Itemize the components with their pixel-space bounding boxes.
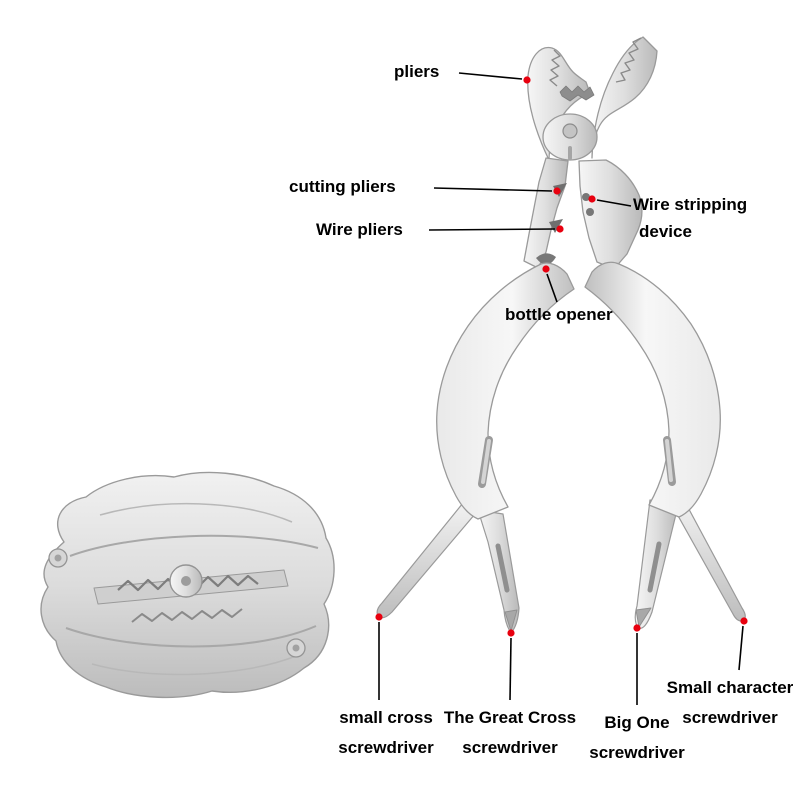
wire-pliers-notch (549, 219, 563, 233)
callout-dot-big-one (633, 624, 641, 632)
wire-stripper-notch-2 (586, 208, 594, 216)
leader-line-great-cross (509, 637, 512, 701)
open-multitool-illustration (376, 36, 746, 634)
callout-label-small-character-line2: screwdriver (682, 708, 778, 727)
callout-lines (378, 72, 744, 705)
callout-dot-wire-pliers (556, 225, 564, 233)
callout-label-great-cross-line1: The Great Cross (443, 708, 577, 727)
jaw-teeth (559, 85, 595, 102)
leader-line-pliers (458, 72, 523, 80)
callout-label-great-cross-line2: screwdriver (462, 738, 558, 757)
callout-dot-wire-stripping (588, 195, 596, 203)
bottle-opener-hook (536, 253, 556, 265)
callout-label-small-cross-line1: small cross (339, 708, 433, 727)
leader-line-bottle-opener (546, 273, 558, 303)
callout-label-small-cross-screwdriver: small cross screwdriver (336, 703, 436, 763)
wire-stripper-notch (582, 193, 590, 201)
callout-dot-cutting-pliers (553, 187, 561, 195)
leader-line-cutting-pliers (433, 187, 553, 192)
folded-top-seam (69, 534, 319, 557)
callout-label-bottle-opener: bottle opener (505, 305, 613, 324)
leader-line-wire-stripping (596, 199, 632, 207)
folded-multitool-illustration (40, 471, 335, 699)
callout-dot-small-character (740, 617, 748, 625)
folded-inner-top-contour (99, 502, 293, 523)
callout-dot-great-cross (507, 629, 515, 637)
folded-screw-left-center (54, 554, 62, 562)
callout-dot-pliers (523, 76, 531, 84)
callout-label-wire-stripping-device: Wire stripping device (633, 191, 747, 245)
leader-line-wire-pliers (428, 228, 556, 231)
callout-label-small-character-screwdriver: Small character screwdriver (662, 673, 798, 733)
callout-dot-bottle-opener (542, 265, 550, 273)
callout-label-pliers: pliers (394, 62, 440, 81)
pliers-pivot (542, 113, 598, 161)
folded-screw-right-center (292, 644, 300, 652)
right-handle (584, 261, 721, 518)
folded-jaw-teeth-2 (131, 608, 243, 623)
callout-label-great-cross-screwdriver: The Great Cross screwdriver (441, 703, 579, 763)
screwdriver-small-character (671, 499, 746, 622)
callout-label-small-character-line1: Small character (666, 678, 794, 697)
callout-dots (375, 76, 748, 637)
callout-label-wire-stripping-line2: device (639, 222, 692, 241)
left-handle (436, 262, 575, 520)
leader-line-small-character (738, 625, 744, 671)
screwdriver-big-one (634, 499, 679, 629)
neck-left-plate (523, 157, 569, 269)
callout-label-big-one-line2: screwdriver (589, 743, 685, 762)
folded-inner-bottom-contour (91, 655, 297, 676)
folded-bottom-seam (65, 625, 317, 648)
callout-dot-small-cross (375, 613, 383, 621)
callout-label-small-cross-line2: screwdriver (338, 738, 434, 757)
callout-label-cutting-pliers: cutting pliers (289, 177, 396, 196)
callout-label-big-one-line1: Big One (604, 713, 670, 732)
screwdriver-small-cross (376, 502, 476, 619)
pliers-right-jaw (591, 36, 658, 159)
callout-label-big-one-screwdriver: Big One screwdriver (586, 708, 688, 768)
callout-label-wire-pliers: Wire pliers (316, 220, 403, 239)
callout-label-wire-stripping-line1: Wire stripping (633, 195, 748, 214)
screwdriver-great-cross (477, 509, 520, 634)
folded-pivot-hole (181, 576, 191, 586)
